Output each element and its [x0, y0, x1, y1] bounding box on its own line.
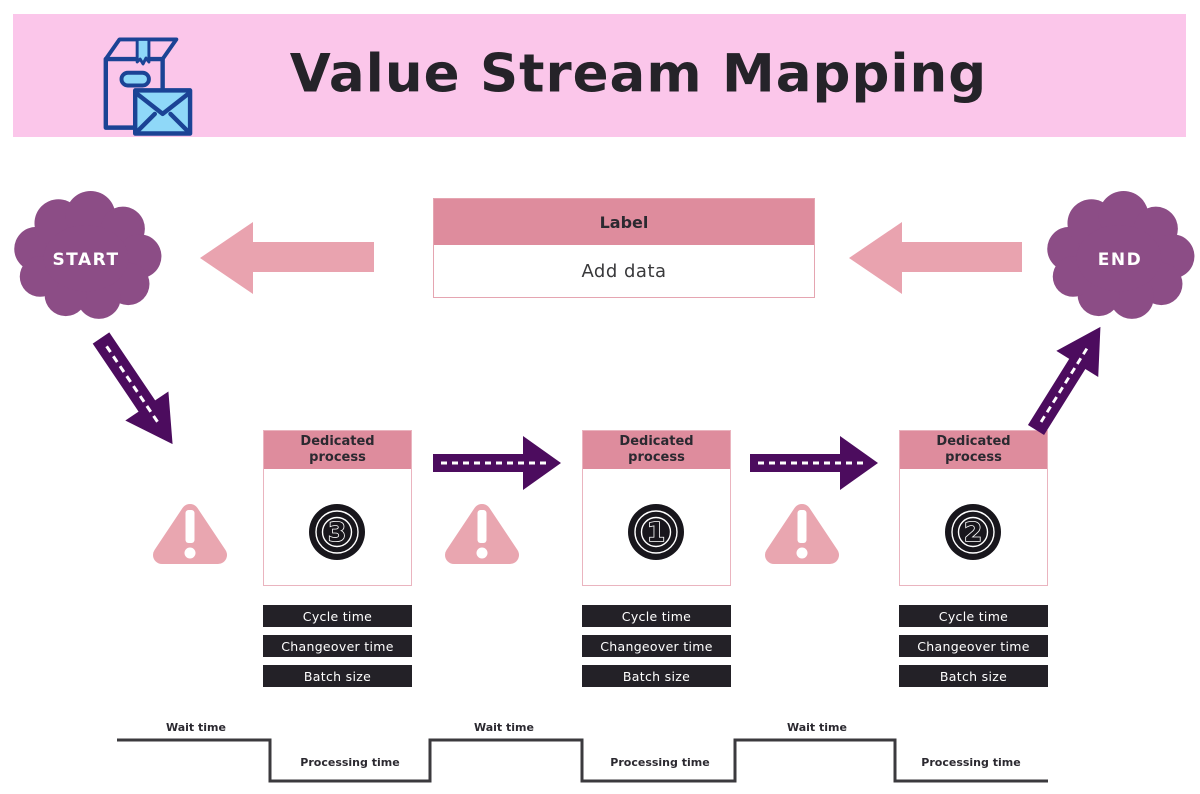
end-cloud-label: END [1097, 250, 1143, 270]
page-title: Value Stream Mapping [289, 43, 988, 105]
warning-triangle-2-icon [445, 504, 519, 564]
header-banner: Value Stream Mapping [13, 14, 1186, 137]
label-box[interactable]: Label Add data [433, 198, 815, 298]
metrics-column-3: Cycle time Changeover time Batch size [899, 605, 1048, 695]
metric-cycle-time[interactable]: Cycle time [263, 605, 412, 627]
start-cloud-label: START [52, 250, 120, 270]
metric-changeover-time[interactable]: Changeover time [899, 635, 1048, 657]
process-box-2-title[interactable]: Dedicated process [583, 431, 730, 469]
label-box-header[interactable]: Label [434, 199, 814, 245]
dashed-arrow-start-down-icon [92, 332, 173, 445]
dashed-arrow-process-1-2-icon [433, 436, 561, 490]
processing-time-label-1: Processing time [300, 756, 400, 769]
process-box-2[interactable]: Dedicated process [582, 430, 731, 586]
metric-batch-size[interactable]: Batch size [899, 665, 1048, 687]
label-box-add-data[interactable]: Add data [581, 260, 667, 282]
metric-batch-size[interactable]: Batch size [582, 665, 731, 687]
processing-time-label-2: Processing time [610, 756, 710, 769]
metric-cycle-time[interactable]: Cycle time [582, 605, 731, 627]
pink-arrow-left-icon [200, 222, 374, 294]
wait-time-label-3: Wait time [787, 721, 847, 734]
wait-time-label-2: Wait time [474, 721, 534, 734]
process-box-3-title[interactable]: Dedicated process [900, 431, 1047, 469]
process-box-1[interactable]: Dedicated process [263, 430, 412, 586]
warning-triangle-3-icon [765, 504, 839, 564]
process-box-1-title[interactable]: Dedicated process [264, 431, 411, 469]
metric-changeover-time[interactable]: Changeover time [582, 635, 731, 657]
pink-arrow-right-section-icon [849, 222, 1022, 294]
warning-triangle-1-icon [153, 504, 227, 564]
metric-changeover-time[interactable]: Changeover time [263, 635, 412, 657]
metric-batch-size[interactable]: Batch size [263, 665, 412, 687]
metrics-column-2: Cycle time Changeover time Batch size [582, 605, 731, 695]
metrics-column-1: Cycle time Changeover time Batch size [263, 605, 412, 695]
process-box-3[interactable]: Dedicated process [899, 430, 1048, 586]
processing-time-label-3: Processing time [921, 756, 1021, 769]
dashed-arrow-process-2-3-icon [750, 436, 878, 490]
wait-time-label-1: Wait time [166, 721, 226, 734]
metric-cycle-time[interactable]: Cycle time [899, 605, 1048, 627]
dashed-arrow-up-end-icon [1027, 326, 1101, 436]
package-with-envelope-icon [103, 37, 193, 136]
